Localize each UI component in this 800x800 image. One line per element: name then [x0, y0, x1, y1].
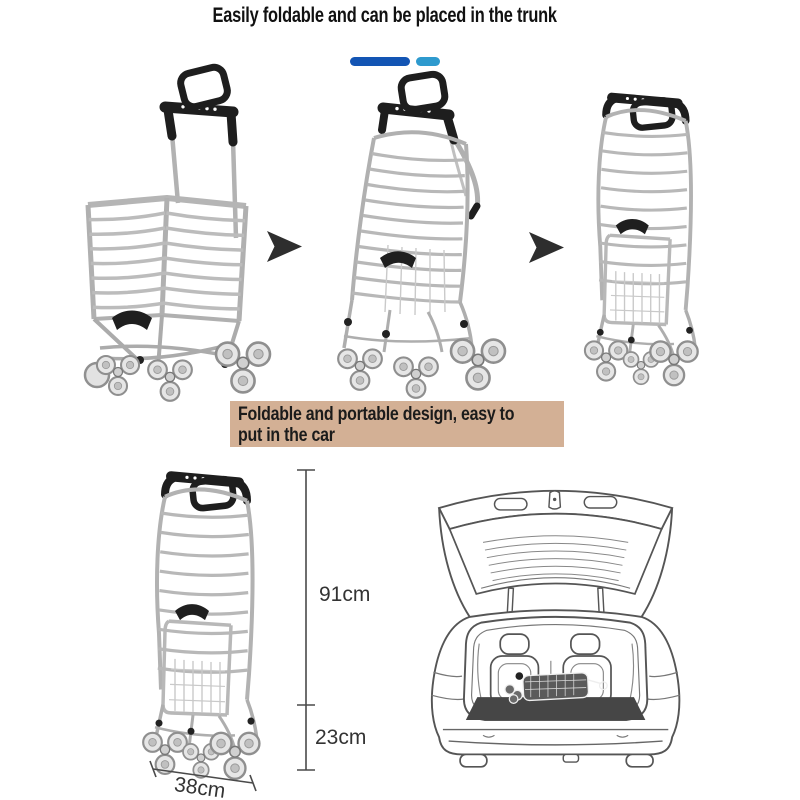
cart-half-folded-icon — [338, 70, 505, 398]
arrow-right-icon — [267, 231, 302, 262]
title-underline — [350, 57, 440, 66]
dimension-lines — [149, 469, 315, 792]
page-title: Easily foldable and can be placed in the… — [0, 4, 770, 28]
feature-banner: Foldable and portable design, easy to pu… — [230, 401, 564, 447]
feature-banner-text: Foldable and portable design, easy to pu… — [238, 404, 515, 446]
dimension-label-height-lower: 23cm — [315, 726, 367, 749]
underline-light-bar — [416, 57, 440, 66]
dimension-label-height-upper: 91cm — [319, 583, 371, 606]
page-title-text: Easily foldable and can be placed in the… — [212, 4, 558, 27]
cart-unfolded-icon — [83, 63, 270, 401]
arrow-right-icon — [529, 232, 564, 263]
car-open-trunk-with-folded-cart-icon — [430, 489, 681, 768]
cart-folded-icon — [585, 97, 698, 385]
measured-cart-folded-icon — [143, 476, 259, 779]
underline-dark-bar — [350, 57, 410, 66]
